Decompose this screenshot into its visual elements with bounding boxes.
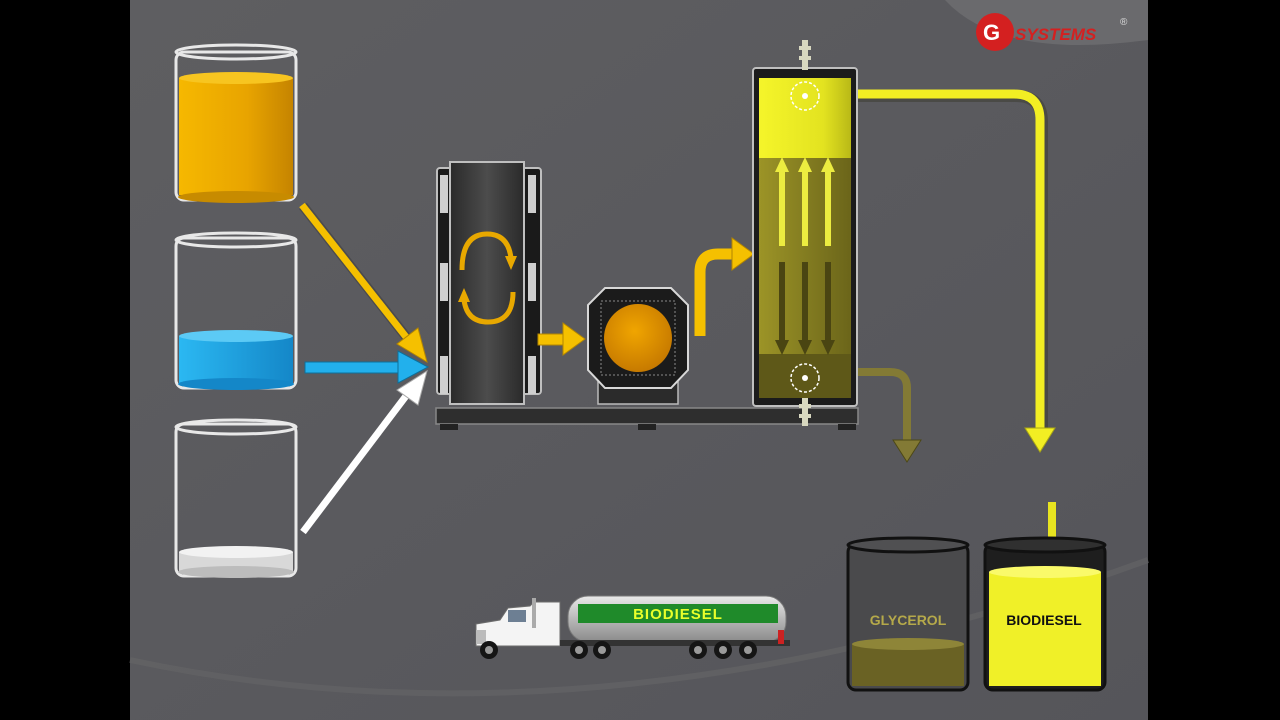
biodiesel-output-pipe [858, 89, 1056, 453]
truck-label: BIODIESEL [633, 606, 723, 623]
svg-text:G: G [983, 20, 1000, 45]
company-logo: G SYSTEMS ® [976, 13, 1128, 51]
glycerol-output-pipe [858, 368, 922, 463]
truck-label-panel [578, 604, 778, 623]
column-up-arrows [775, 157, 835, 246]
biodiesel-tank: BIODIESEL [983, 502, 1107, 692]
white-feed-arrow [300, 369, 428, 535]
biodiesel-tank-label: BIODIESEL [1006, 612, 1082, 628]
water-input-tank [174, 231, 298, 390]
truck-wheels [480, 641, 757, 659]
equipment-base-platform [435, 407, 859, 430]
top-gear-icon [790, 81, 820, 111]
water-feed-arrow [304, 350, 430, 384]
top-nozzle-icon [799, 40, 811, 70]
heater-core-icon [604, 304, 672, 372]
bottom-nozzle-icon [799, 398, 811, 426]
separation-column [752, 40, 858, 426]
mixer-unit [436, 161, 542, 405]
glycerol-tank: GLYCEROL [846, 536, 970, 692]
glycerol-label: GLYCEROL [870, 612, 947, 628]
rotation-arrows-icon [458, 231, 517, 325]
mixer-to-heater-arrow [537, 322, 586, 356]
biodiesel-tanker-truck: BIODIESEL [475, 595, 790, 659]
logo-text: SYSTEMS [1015, 25, 1097, 44]
logo-registered-mark: ® [1120, 17, 1128, 28]
white-input-tank [174, 418, 298, 578]
heater-reactor [587, 287, 689, 405]
logo-mark-icon [976, 13, 1014, 51]
oil-input-tank [174, 43, 298, 203]
oil-feed-arrow [299, 202, 428, 364]
background-swoosh [945, 0, 1148, 45]
bottom-gear-icon [790, 363, 820, 393]
heater-to-column-arrow [694, 237, 755, 336]
column-down-arrows [775, 262, 835, 355]
